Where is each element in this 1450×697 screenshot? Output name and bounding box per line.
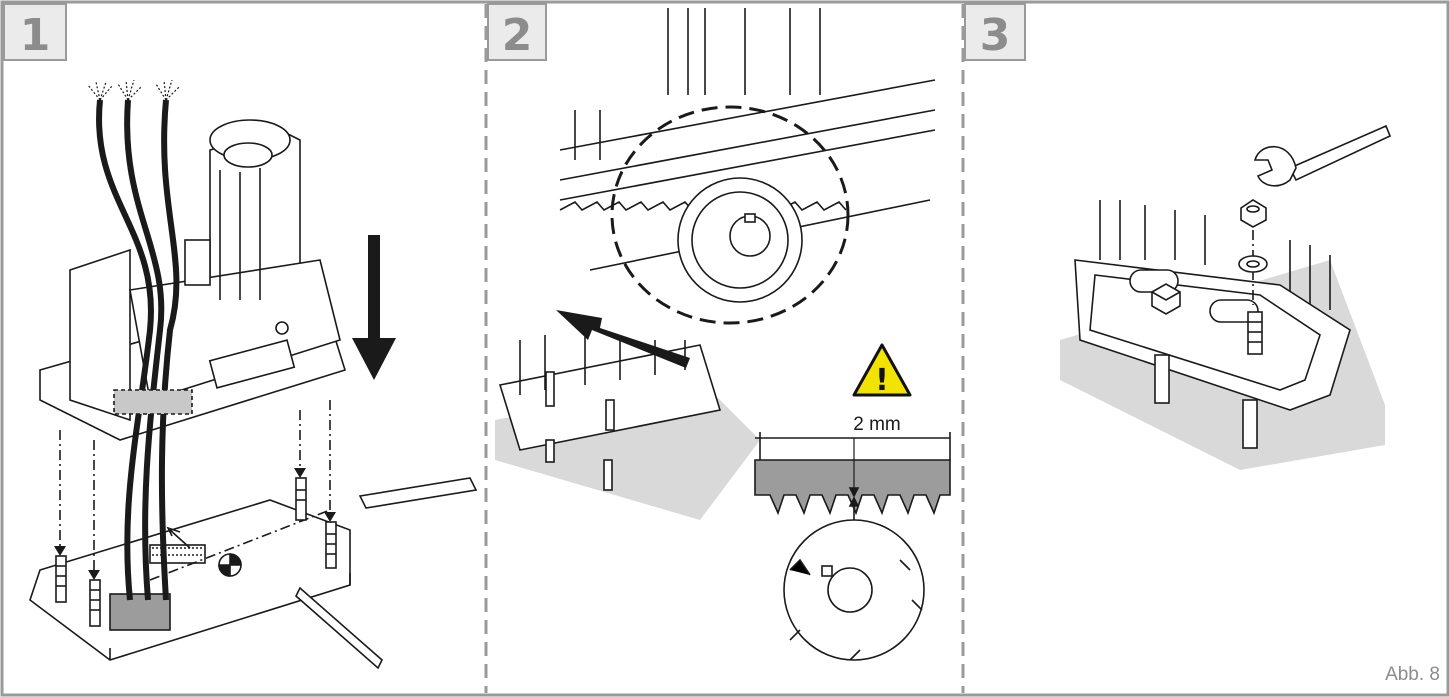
base-assembly <box>495 335 760 520</box>
step-number-3: 3 <box>980 10 1011 61</box>
figure-caption: Abb. 8 <box>1385 664 1440 685</box>
rack-section <box>754 459 951 516</box>
rack-gear-detail <box>754 432 951 661</box>
pinion-gear <box>677 177 803 303</box>
wrench-icon <box>1253 124 1392 187</box>
step-badge-3: 3 <box>964 3 1026 61</box>
warning-triangle-icon: ! <box>852 343 912 398</box>
cables <box>96 99 180 601</box>
tightened-nut <box>1151 283 1181 315</box>
warning-glyph: ! <box>875 363 889 398</box>
panel-3-illustration <box>1060 199 1385 470</box>
cable-entry-highlight <box>113 389 193 415</box>
cable-wire-ends <box>87 79 181 101</box>
lower-studs <box>1154 354 1258 449</box>
dimension-label: 2 mm <box>853 414 901 435</box>
loose-nut <box>1240 199 1267 228</box>
left-arrow-icon <box>556 310 690 368</box>
step-badge-1: 1 <box>3 3 67 61</box>
stud-bolt <box>1247 311 1263 355</box>
guide-arrowheads <box>54 468 336 580</box>
detail-zoom-circle <box>610 105 850 325</box>
anchor-studs <box>55 477 337 627</box>
housing-fins <box>1099 200 1331 310</box>
step-number-2: 2 <box>502 10 533 61</box>
base-plate <box>29 499 351 661</box>
housing-lines <box>574 8 821 160</box>
step-number-1: 1 <box>20 10 51 61</box>
panel-2-illustration <box>495 8 936 520</box>
alignment-bars <box>295 477 478 670</box>
alignment-guides <box>59 400 331 572</box>
down-arrow-icon <box>352 235 396 380</box>
washer <box>1238 255 1268 273</box>
panel-1-illustration <box>29 79 478 670</box>
step-badge-2: 2 <box>487 3 547 61</box>
